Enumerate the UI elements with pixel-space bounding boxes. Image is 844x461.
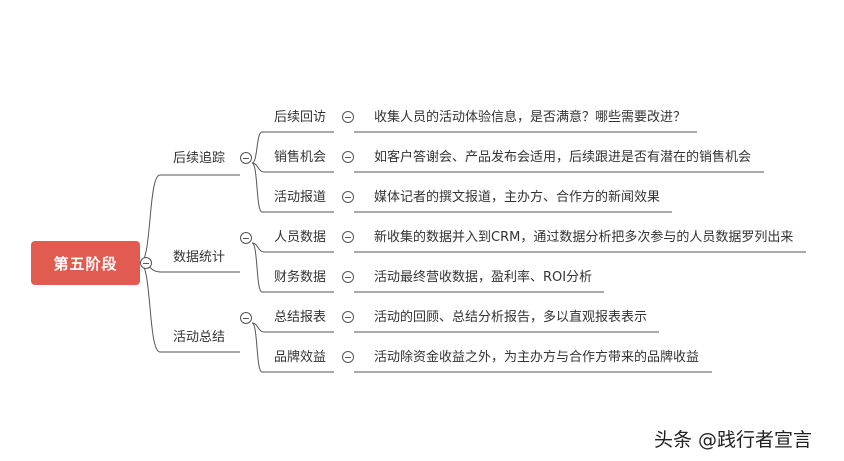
leaf-node[interactable]: 总结报表 (274, 310, 327, 325)
leaf-detail[interactable]: 新收集的数据并入到CRM，通过数据分析把多次参与的人员数据罗列出来 (374, 230, 794, 245)
branch-node-summary[interactable]: 活动总结 (173, 330, 226, 345)
branch-collapse-icon[interactable] (240, 152, 252, 164)
branch-collapse-icon[interactable] (240, 312, 252, 324)
leaf-node[interactable]: 人员数据 (274, 230, 327, 245)
leaf-collapse-icon[interactable] (342, 351, 354, 363)
leaf-node[interactable]: 财务数据 (274, 270, 327, 285)
leaf-detail[interactable]: 如客户答谢会、产品发布会适用，后续跟进是否有潜在的销售机会 (374, 150, 752, 165)
watermark-text: 头条 @践行者宣言 (654, 429, 813, 451)
leaf-collapse-icon[interactable] (342, 111, 354, 123)
leaf-collapse-icon[interactable] (342, 311, 354, 323)
leaf-detail[interactable]: 活动的回顾、总结分析报告，多以直观报表表示 (374, 310, 648, 325)
leaf-detail[interactable]: 活动除资金收益之外，为主办方与合作方带来的品牌收益 (374, 350, 700, 365)
leaf-detail[interactable]: 媒体记者的撰文报道，主办方、合作方的新闻效果 (374, 190, 661, 205)
root-collapse-icon[interactable] (140, 257, 152, 269)
leaf-collapse-icon[interactable] (342, 191, 354, 203)
leaf-node[interactable]: 后续回访 (274, 110, 327, 125)
branch-node-followup[interactable]: 后续追踪 (173, 151, 226, 166)
leaf-collapse-icon[interactable] (342, 271, 354, 283)
branch-collapse-icon[interactable] (240, 232, 252, 244)
branch-node-statistics[interactable]: 数据统计 (173, 250, 226, 265)
leaf-node[interactable]: 活动报道 (274, 190, 327, 205)
leaf-node[interactable]: 品牌效益 (274, 350, 327, 365)
leaf-detail[interactable]: 活动最终营收数据，盈利率、ROI分析 (374, 270, 593, 285)
leaf-node[interactable]: 销售机会 (274, 150, 327, 165)
leaf-detail[interactable]: 收集人员的活动体验信息，是否满意？哪些需要改进？ (374, 110, 687, 125)
root-node[interactable]: 第五阶段 (31, 241, 140, 285)
leaf-collapse-icon[interactable] (342, 151, 354, 163)
leaf-collapse-icon[interactable] (342, 231, 354, 243)
root-label: 第五阶段 (53, 254, 118, 273)
